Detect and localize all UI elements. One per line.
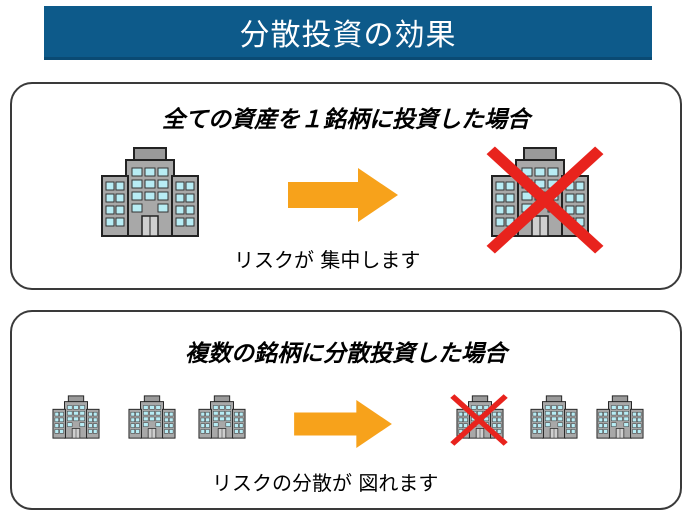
building-icon [128, 395, 176, 439]
building-icon [52, 395, 100, 439]
building-icon [596, 395, 644, 439]
single-stock-panel: 全ての資産を１銘柄に投資した場合 リスクが 集中します [10, 82, 682, 290]
risk-caption: リスクの分散が 図れます [212, 471, 439, 495]
building-icon [198, 395, 246, 439]
diversified-panel: 複数の銘柄に分散投資した場合 リスクの分散が 図れます [10, 310, 682, 510]
right-arrow-icon [288, 168, 398, 222]
building-icon [530, 395, 578, 439]
cross-icon [486, 146, 604, 254]
page-title: 分散投資の効果 [44, 6, 652, 60]
cross-icon [450, 394, 508, 446]
panel-heading: 複数の銘柄に分散投資した場合 [185, 341, 507, 367]
panel-heading: 全ての資産を１銘柄に投資した場合 [162, 107, 530, 133]
right-arrow-icon [294, 400, 392, 448]
risk-caption: リスクが 集中します [234, 248, 421, 272]
building-icon [101, 147, 199, 237]
